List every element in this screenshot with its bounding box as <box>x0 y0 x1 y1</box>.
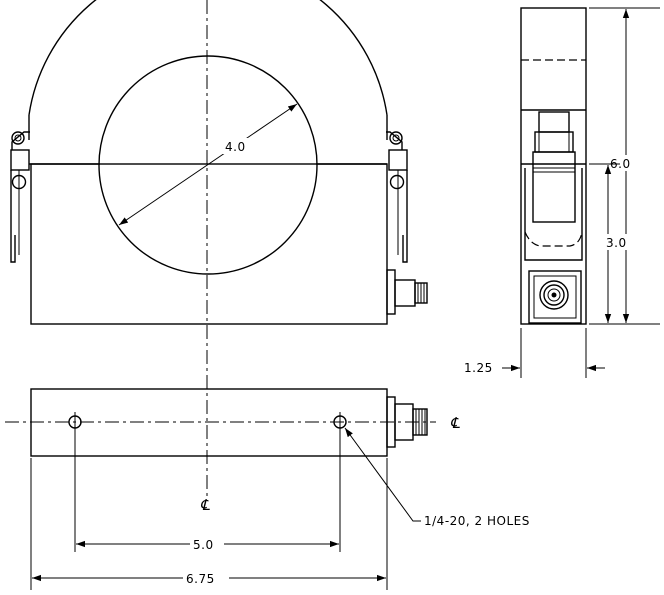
thickness-label: 1.25 <box>464 361 493 375</box>
bottom-view: ℄ ℄ 5.0 6.75 1/4-20, 2 HOLES <box>5 388 530 590</box>
mount-height-label: 3.0 <box>606 236 627 250</box>
left-clamp-latch <box>10 131 30 263</box>
diameter-label: 4.0 <box>225 140 246 154</box>
diameter-dimension-line <box>118 103 298 226</box>
side-view: 6.0 3.0 1.25 <box>464 7 660 378</box>
housing-lower-body <box>30 163 388 325</box>
hole-note-leader <box>344 427 421 522</box>
right-clamp-latch <box>386 131 408 263</box>
inner-aperture-circle <box>98 55 318 275</box>
centerline-symbol-bottom: ℄ <box>200 496 210 514</box>
hole-spacing-label: 5.0 <box>193 538 214 552</box>
side-bnc-connector-outer <box>539 280 569 310</box>
housing-outer-arc <box>28 0 388 116</box>
bottom-bnc-connector <box>386 396 428 448</box>
front-view: 4.0 <box>10 0 428 500</box>
side-outline <box>520 7 587 325</box>
overall-height-label: 6.0 <box>610 157 631 171</box>
centerline-symbol-right: ℄ <box>450 414 460 432</box>
overall-length-label: 6.75 <box>186 572 215 586</box>
front-bnc-connector <box>386 269 428 315</box>
hole-note-label: 1/4-20, 2 HOLES <box>424 514 530 528</box>
